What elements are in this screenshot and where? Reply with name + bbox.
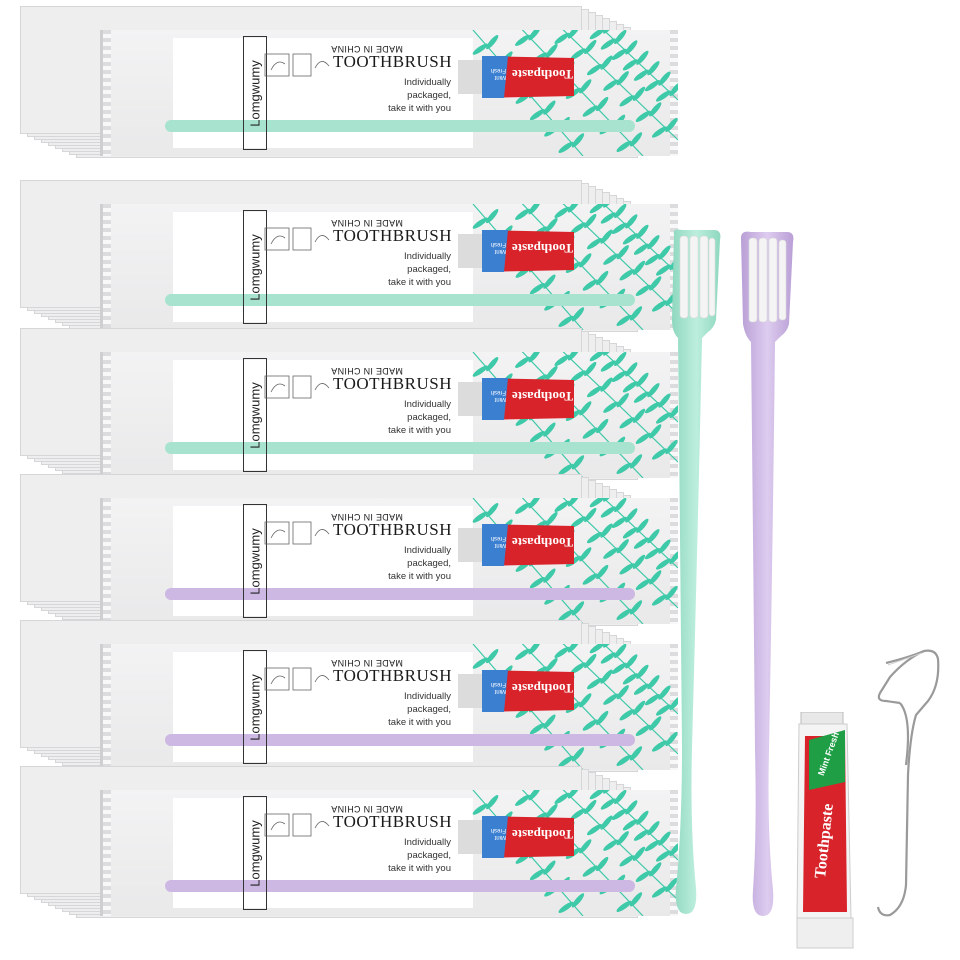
packet-handle (165, 734, 635, 746)
product-subtitle: Individually packaged, take it with you (361, 76, 451, 115)
subtitle-line: take it with you (388, 571, 451, 582)
subtitle-line: take it with you (388, 717, 451, 728)
brand-name: Lomgwumy (247, 819, 263, 887)
packet-seal (103, 30, 111, 156)
packet-stack: Lomgwumy MADE IN CHINA TOOTHBRUSH Indivi… (20, 766, 678, 918)
usage-sketch-icon (264, 813, 330, 837)
packet-handle (165, 442, 635, 454)
packet-stack: Lomgwumy MADE IN CHINA TOOTHBRUSH Indivi… (20, 474, 678, 626)
brand-name: Lomgwumy (247, 381, 263, 449)
subtitle-line: take it with you (388, 425, 451, 436)
subtitle-line: Individually packaged, (404, 251, 451, 275)
product-title: TOOTHBRUSH (333, 52, 452, 71)
loose-toothpaste-tube: Toothpaste Mint Fresh (795, 712, 855, 952)
subtitle-line: Individually packaged, (404, 691, 451, 715)
leaf-pattern (443, 30, 678, 156)
packet-toothpaste: Toothpaste Mint Fresh (458, 520, 578, 568)
packet-tube-badge: Mint Fresh (490, 241, 506, 254)
brand-box: Lomgwumy (243, 358, 267, 472)
usage-sketch-icon (264, 227, 330, 251)
packet-handle (165, 294, 635, 306)
product-subtitle: Individually packaged, take it with you (361, 250, 451, 289)
toothbrush-packet: Lomgwumy MADE IN CHINA TOOTHBRUSH Indivi… (100, 644, 678, 770)
packet-tube-badge: Mint Fresh (490, 535, 506, 548)
brand-box: Lomgwumy (243, 650, 267, 764)
toothbrush-packet: Lomgwumy MADE IN CHINA TOOTHBRUSH Indivi… (100, 30, 678, 156)
packet-seal (103, 644, 111, 770)
packet-tube-label: Toothpaste (512, 389, 573, 404)
toothbrush-packet: Lomgwumy MADE IN CHINA TOOTHBRUSH Indivi… (100, 352, 678, 478)
brand-box: Lomgwumy (243, 210, 267, 324)
floss-pick-icon (876, 649, 940, 917)
packet-tube-label: Toothpaste (512, 241, 573, 256)
subtitle-line: Individually packaged, (404, 545, 451, 569)
product-title: TOOTHBRUSH (333, 520, 452, 539)
subtitle-line: take it with you (388, 103, 451, 114)
packet-stack: Lomgwumy MADE IN CHINA TOOTHBRUSH Indivi… (20, 180, 678, 332)
toothbrush-packet: Lomgwumy MADE IN CHINA TOOTHBRUSH Indivi… (100, 498, 678, 624)
packet-toothpaste: Toothpaste Mint Fresh (458, 812, 578, 860)
brand-name: Lomgwumy (247, 673, 263, 741)
usage-sketch-icon (264, 667, 330, 691)
mint-toothbrush (672, 229, 721, 914)
packet-seal (103, 498, 111, 624)
packet-tube-badge: Mint Fresh (490, 827, 506, 840)
usage-sketch-icon (264, 375, 330, 399)
product-subtitle: Individually packaged, take it with you (361, 398, 451, 437)
packet-tube-badge: Mint Fresh (490, 389, 506, 402)
subtitle-line: Individually packaged, (404, 837, 451, 861)
packet-handle (165, 880, 635, 892)
brand-box: Lomgwumy (243, 504, 267, 618)
toothbrush-packet: Lomgwumy MADE IN CHINA TOOTHBRUSH Indivi… (100, 204, 678, 330)
usage-sketch-icon (264, 53, 330, 77)
packet-toothpaste: Toothpaste Mint Fresh (458, 52, 578, 100)
packet-seal (103, 352, 111, 478)
packet-seal (103, 790, 111, 916)
packet-handle (165, 588, 635, 600)
brand-name: Lomgwumy (247, 233, 263, 301)
product-subtitle: Individually packaged, take it with you (361, 544, 451, 583)
subtitle-line: take it with you (388, 863, 451, 874)
packet-tube-label: Toothpaste (512, 827, 573, 842)
subtitle-line: Individually packaged, (404, 399, 451, 423)
product-title: TOOTHBRUSH (333, 226, 452, 245)
lavender-toothbrush (741, 231, 794, 917)
packet-tube-badge: Mint Fresh (490, 67, 506, 80)
packet-tube-label: Toothpaste (512, 535, 573, 550)
subtitle-line: Individually packaged, (404, 77, 451, 101)
packet-toothpaste: Toothpaste Mint Fresh (458, 226, 578, 274)
usage-sketch-icon (264, 521, 330, 545)
product-subtitle: Individually packaged, take it with you (361, 690, 451, 729)
brand-box: Lomgwumy (243, 36, 267, 150)
brand-name: Lomgwumy (247, 527, 263, 595)
packet-tube-badge: Mint Fresh (490, 681, 506, 694)
product-title: TOOTHBRUSH (333, 812, 452, 831)
subtitle-line: take it with you (388, 277, 451, 288)
brand-box: Lomgwumy (243, 796, 267, 910)
packet-toothpaste: Toothpaste Mint Fresh (458, 374, 578, 422)
packet-stack: Lomgwumy MADE IN CHINA TOOTHBRUSH Indivi… (20, 6, 678, 158)
packet-stack: Lomgwumy MADE IN CHINA TOOTHBRUSH Indivi… (20, 620, 678, 772)
product-title: TOOTHBRUSH (333, 374, 452, 393)
toothbrush-packet: Lomgwumy MADE IN CHINA TOOTHBRUSH Indivi… (100, 790, 678, 916)
product-title: TOOTHBRUSH (333, 666, 452, 685)
packet-handle (165, 120, 635, 132)
packet-tube-label: Toothpaste (512, 67, 573, 82)
product-subtitle: Individually packaged, take it with you (361, 836, 451, 875)
brand-name: Lomgwumy (247, 59, 263, 127)
leaf-pattern (443, 352, 678, 478)
packet-seal (103, 204, 111, 330)
packet-tube-label: Toothpaste (512, 681, 573, 696)
packet-toothpaste: Toothpaste Mint Fresh (458, 666, 578, 714)
packet-stack: Lomgwumy MADE IN CHINA TOOTHBRUSH Indivi… (20, 328, 678, 480)
